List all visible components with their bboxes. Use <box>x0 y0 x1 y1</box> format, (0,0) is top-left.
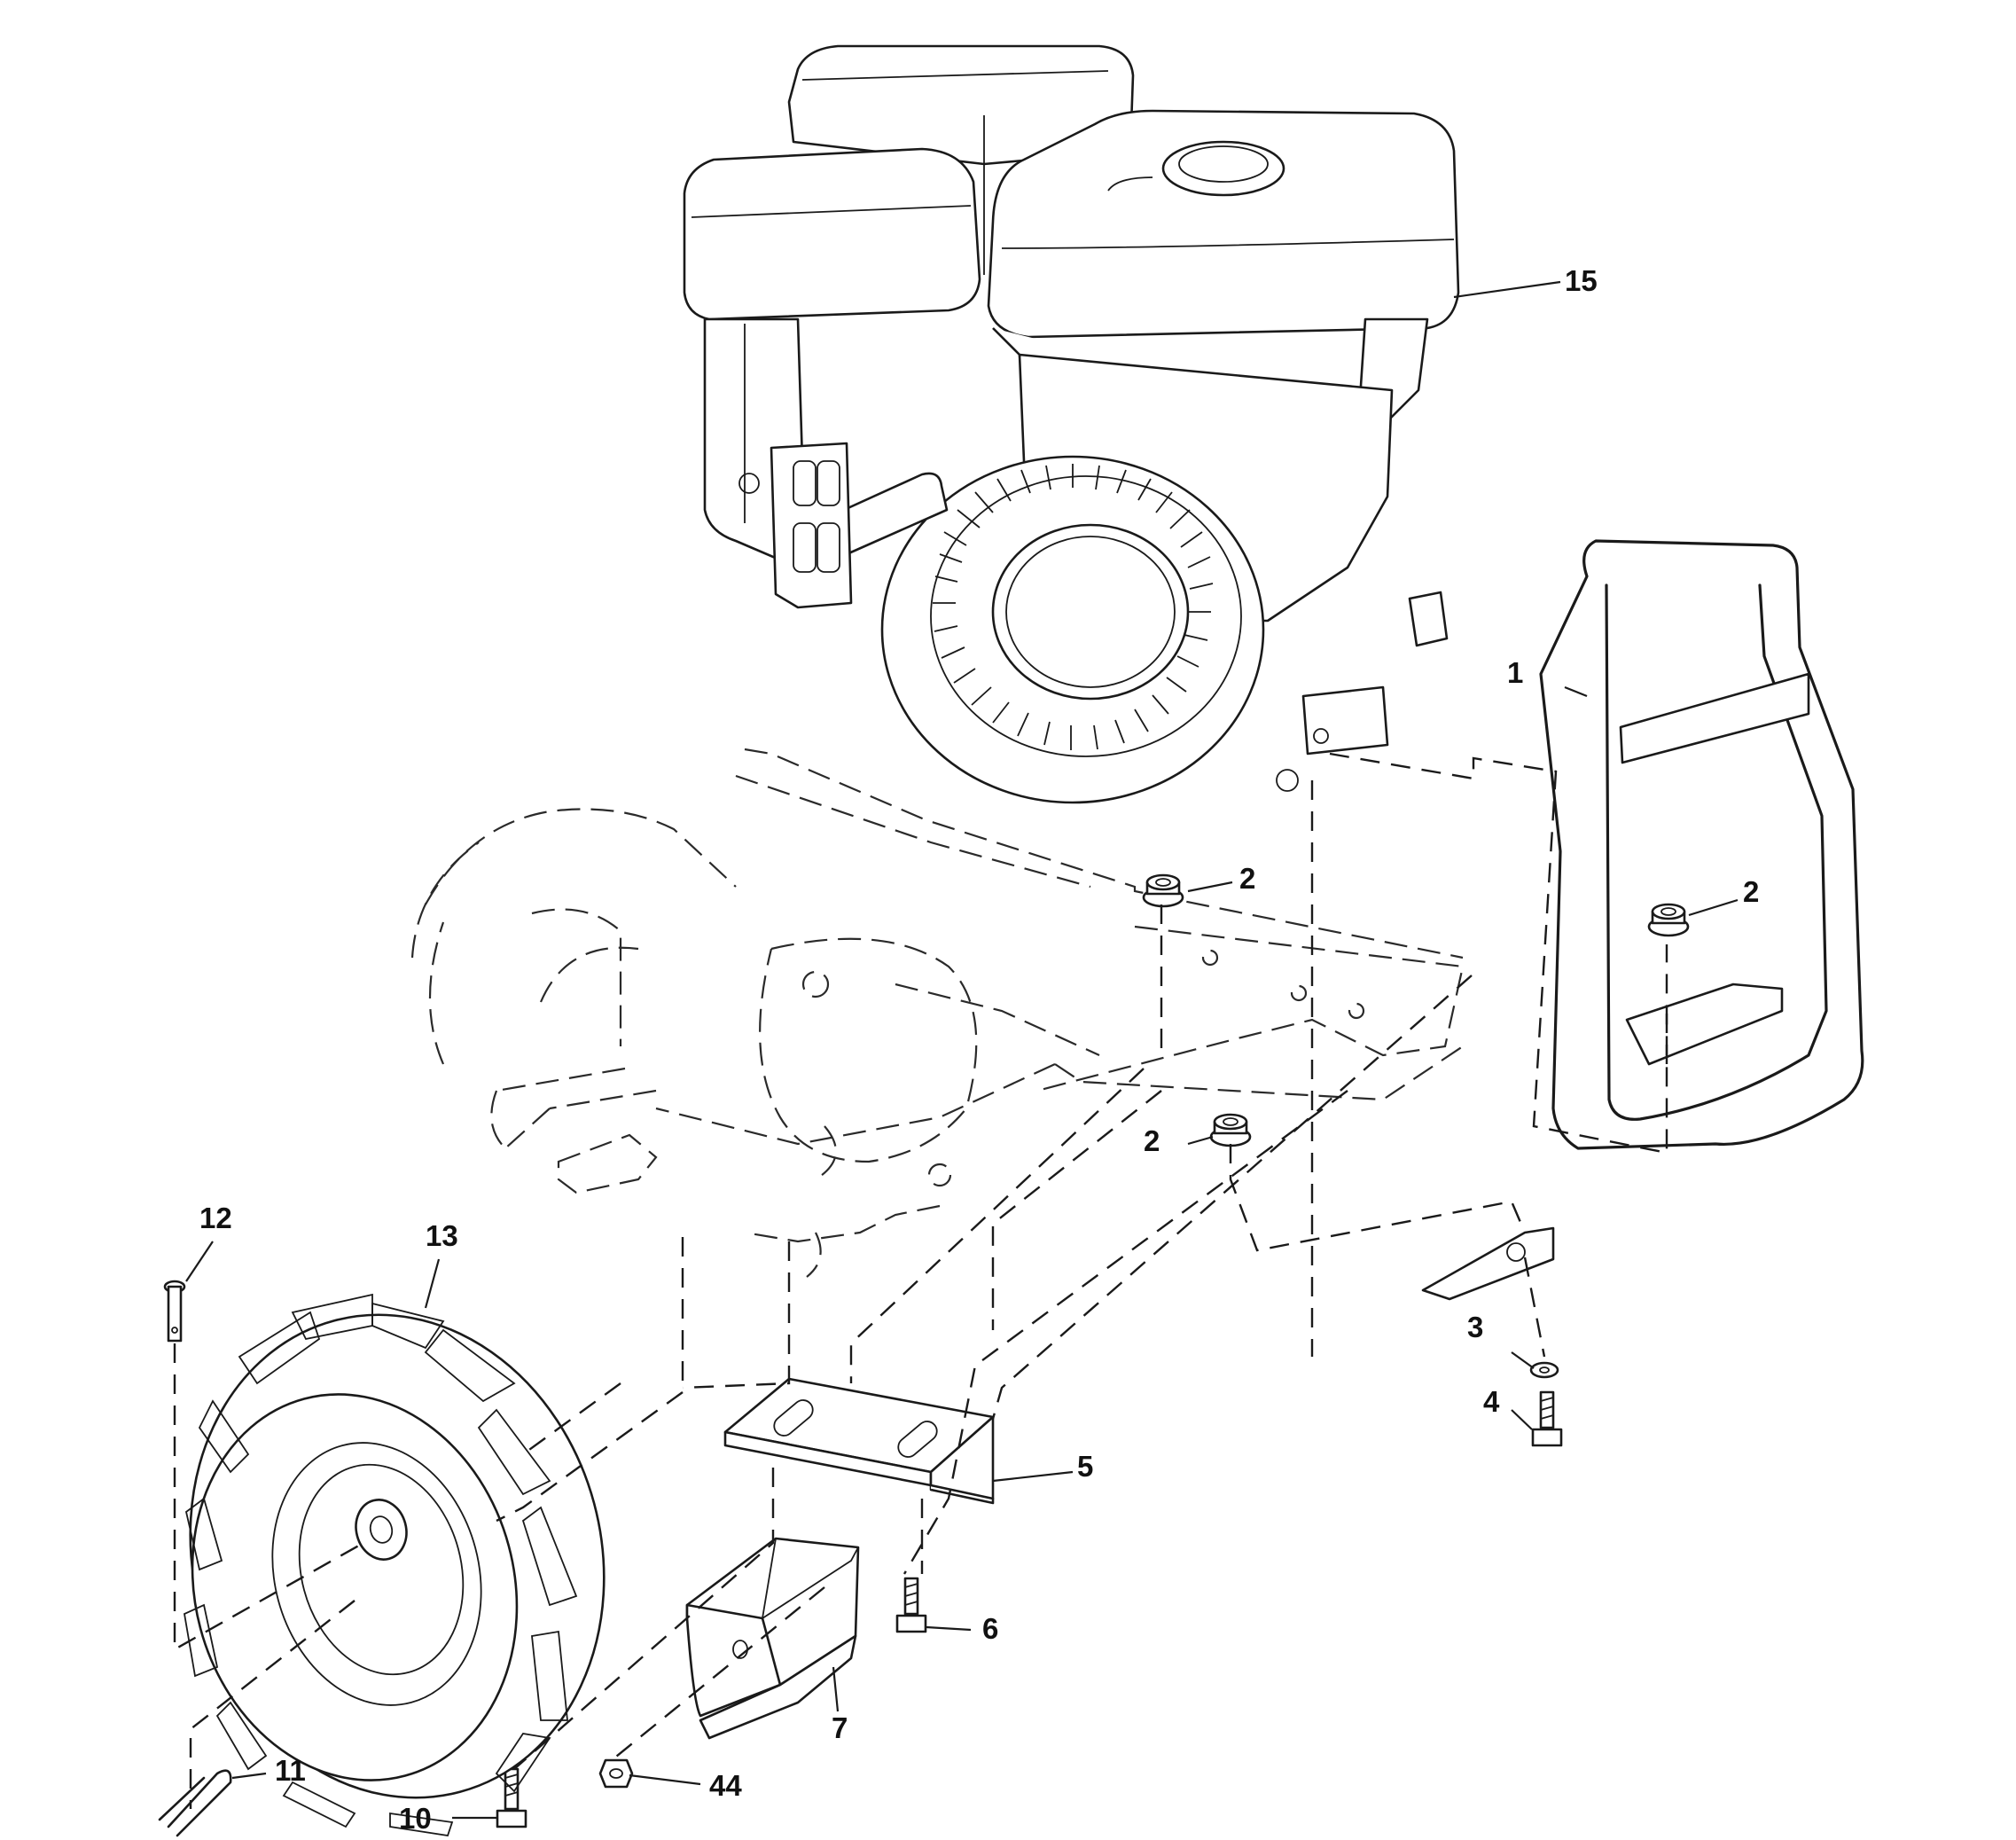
guard-frame <box>1421 539 1864 1301</box>
assembly-lines <box>173 752 1668 1809</box>
engine <box>683 44 1460 804</box>
hex-nut <box>598 1758 634 1789</box>
callout-10: 10 <box>399 1802 432 1835</box>
flange-nut-engine <box>1142 873 1184 908</box>
callout-2-guard: 2 <box>1743 875 1759 908</box>
callout-3: 3 <box>1467 1311 1483 1343</box>
callout-1: 1 <box>1507 656 1523 689</box>
ghost-tiller-frame <box>410 748 1465 1278</box>
callout-6: 6 <box>982 1612 998 1645</box>
callout-4: 4 <box>1483 1385 1500 1418</box>
wheel-tire <box>183 1293 606 1837</box>
bolt-bracket <box>895 1577 927 1633</box>
leader-lines <box>185 280 1739 1820</box>
callout-5: 5 <box>1077 1450 1093 1483</box>
clevis-pin <box>163 1280 186 1343</box>
callout-13: 13 <box>426 1219 458 1252</box>
callout-15: 15 <box>1565 264 1598 297</box>
callout-7: 7 <box>832 1711 848 1744</box>
callout-44: 44 <box>709 1769 742 1802</box>
bolt-lower <box>496 1767 527 1828</box>
bolt-guard <box>1531 1390 1563 1447</box>
weight-block <box>685 1537 860 1740</box>
washer <box>1529 1361 1559 1379</box>
callout-11: 11 <box>275 1754 306 1787</box>
mounting-bracket <box>723 1377 995 1505</box>
callout-2-lower: 2 <box>1144 1124 1160 1157</box>
callout-2-engine: 2 <box>1239 862 1255 895</box>
flange-nut-guard <box>1647 903 1690 937</box>
callout-12: 12 <box>199 1202 232 1234</box>
hairpin-clip <box>158 1769 232 1837</box>
flange-nut-lower <box>1209 1113 1252 1147</box>
